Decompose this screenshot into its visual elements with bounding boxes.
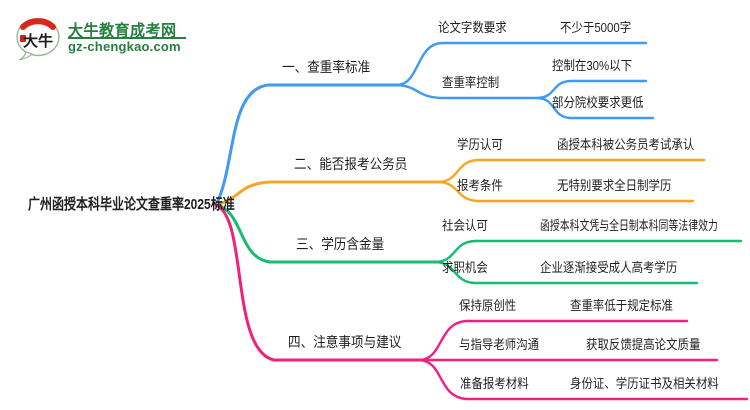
branch1-label: 一、查重率标准	[282, 59, 371, 75]
red-cap-arc	[20, 18, 56, 30]
branch3-child1-value: 函授本科文凭与全日制本科同等法律效力	[540, 218, 718, 233]
branch1-child1-key: 论文字数要求	[438, 20, 507, 35]
daniu-bubble-icon: 大牛	[16, 17, 60, 60]
branch3-spine-line	[214, 203, 439, 264]
branch1-child2-sub1: 控制在30%以下	[552, 58, 633, 73]
branch1-child2-sub2: 部分院校要求更低	[552, 95, 644, 110]
site-name: 大牛教育成考网	[68, 23, 177, 40]
branch1-child1-line	[396, 41, 648, 87]
branch2-child2-key: 报考条件	[457, 178, 503, 193]
red-seal	[20, 35, 26, 42]
branch1-child2-sub2-line	[536, 96, 655, 120]
branch1-child2-line	[396, 83, 540, 100]
branch1-child2-key: 查重率控制	[442, 75, 500, 90]
branch2-child1-line	[438, 158, 706, 184]
branch4-child3-key: 准备报考材料	[460, 376, 529, 391]
root-node: 广州函授本科毕业论文查重率2025标准	[28, 196, 235, 213]
branch3-child1-line	[435, 239, 743, 264]
logo-badge-text: 大牛	[23, 32, 53, 50]
branch3-child2-key: 求职机会	[442, 260, 488, 275]
branch1-spine-line	[214, 83, 400, 207]
branch4-child3-line	[418, 358, 749, 401]
bubble-tail	[18, 51, 34, 60]
branch3-child2-line	[435, 260, 699, 285]
branch4-child1-key: 保持原创性	[459, 298, 517, 313]
branch3-child2-value: 企业逐渐接受成人高考学历	[540, 260, 678, 275]
branch2-child2-line	[438, 180, 695, 203]
branch2-child2-value: 无特别要求全日制学历	[557, 178, 672, 193]
branch4-child1-value: 查重率低于规定标准	[570, 298, 673, 313]
branch2-spine-line	[214, 180, 442, 207]
branch2-child1-key: 学历认可	[457, 137, 503, 152]
branch4-child3-value: 身份证、学历证书及相关材料	[570, 376, 719, 391]
branch4-child2-value: 获取反馈提高论文质量	[586, 337, 701, 352]
logo-divider	[68, 37, 186, 39]
branch3-label: 三、学历含金量	[296, 236, 385, 252]
branch1-child1-value: 不少于5000字	[560, 20, 632, 35]
branch2-label: 二、能否报考公务员	[294, 156, 408, 172]
branch4-spine-line	[214, 203, 422, 362]
branch1-child2-sub1-line	[536, 79, 648, 100]
site-domain: gz-chengkao.com	[68, 39, 181, 54]
branch4-child2-key: 与指导老师沟通	[459, 337, 540, 352]
branch4-label: 四、注意事项与建议	[288, 334, 402, 350]
branch3-child1-key: 社会认可	[442, 218, 488, 233]
branch2-child1-value: 函授本科被公务员考试承认	[557, 137, 695, 152]
branch4-child1-line	[418, 319, 689, 362]
